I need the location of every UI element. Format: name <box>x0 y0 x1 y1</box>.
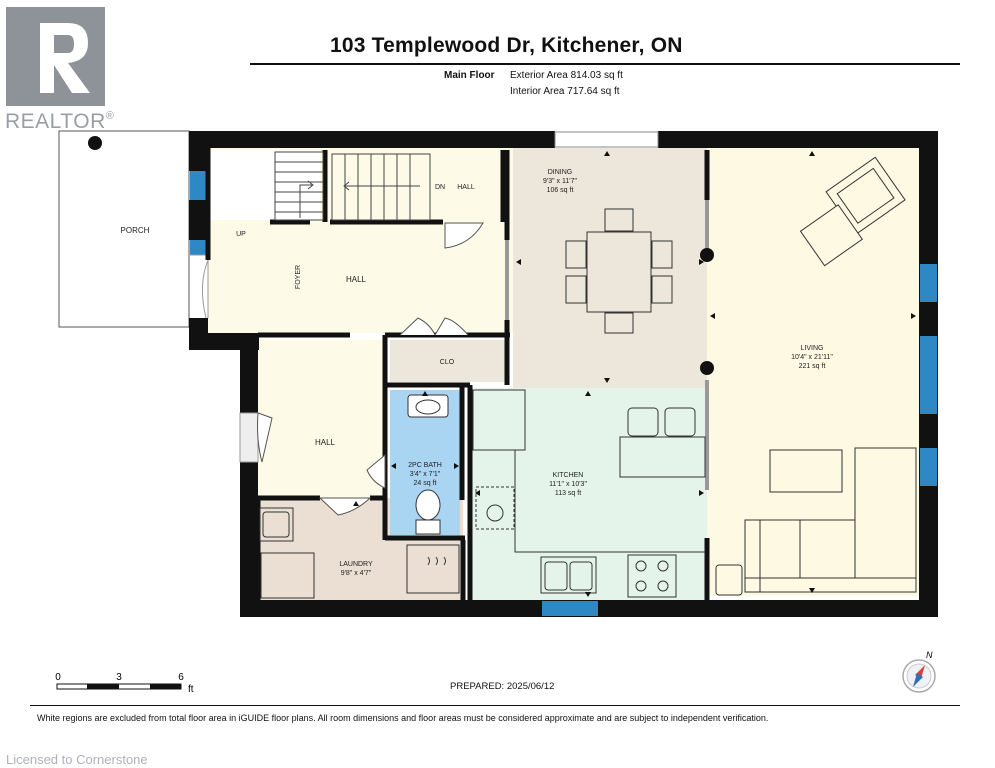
compass-icon: N <box>902 650 936 693</box>
room-area-kitchen: 113 sq ft <box>555 490 581 497</box>
room-dims-bath: 3'4" x 7'1" <box>410 471 441 478</box>
interior-area: Interior Area 717.64 sq ft <box>510 86 620 97</box>
room-label-hall-lower: HALL <box>315 438 336 447</box>
room-area-bath: 24 sq ft <box>414 480 437 487</box>
room-area-dining: 106 sq ft <box>547 187 574 194</box>
room-label-laundry: LAUNDRY <box>339 561 373 568</box>
scale-bar: 0 3 6 ft <box>55 672 194 695</box>
exterior-area: Exterior Area 814.03 sq ft <box>510 70 623 81</box>
room-label-hall-main: HALL <box>346 275 367 284</box>
porch-post-icon <box>88 136 102 150</box>
fridge-box <box>472 389 526 451</box>
kitchen-fixtures <box>473 407 706 598</box>
scale-label-3: 3 <box>116 672 122 683</box>
licensed-watermark: Licensed to Cornerstone <box>6 752 148 767</box>
prepared-date: PREPARED: 2025/06/12 <box>450 681 555 692</box>
room-label-clo: CLO <box>440 359 455 366</box>
room-label-bath: 2PC BATH <box>408 462 442 469</box>
room-label-kitchen: KITCHEN <box>553 472 584 479</box>
room-dims-laundry: 9'8" x 4'7" <box>341 570 372 577</box>
scale-label-6: 6 <box>178 672 184 683</box>
scale-unit: ft <box>188 684 194 695</box>
stairs-up <box>274 151 324 221</box>
lower-hall-fill <box>258 340 383 498</box>
room-label-dining: DINING <box>548 169 573 176</box>
header-rule <box>250 63 960 65</box>
side-door <box>239 412 259 463</box>
stair-label-dn: DN <box>435 184 445 191</box>
room-label-living: LIVING <box>801 345 824 352</box>
room-dims-dining: 9'3" x 11'7" <box>543 178 577 185</box>
realtor-logo <box>6 7 105 106</box>
compass-north-label: N <box>926 650 933 660</box>
disclaimer-text: White regions are excluded from total fl… <box>37 713 769 723</box>
floor-name: Main Floor <box>444 70 495 81</box>
room-label-foyer: FOYER <box>295 265 302 289</box>
room-dims-living: 10'4" x 21'11" <box>791 354 833 361</box>
door-swings <box>257 222 484 516</box>
room-dims-kitchen: 11'1" x 10'3" <box>549 481 587 488</box>
room-label-porch: PORCH <box>121 226 150 235</box>
dimension-arrows <box>353 151 916 597</box>
scale-label-0: 0 <box>55 672 61 683</box>
closet-fill <box>390 340 505 382</box>
windows <box>190 131 937 616</box>
room-area-living: 221 sq ft <box>799 363 826 370</box>
bath-fixtures <box>407 394 449 535</box>
post-upper-icon <box>700 248 714 262</box>
half-walls <box>505 200 709 490</box>
post-lower-icon <box>700 361 714 375</box>
footer-rule <box>30 705 960 706</box>
laundry-fixtures <box>259 507 460 599</box>
realtor-logo-mark <box>40 23 90 93</box>
stair-label-up: UP <box>236 231 246 238</box>
living-furniture <box>715 156 917 596</box>
stairs-down <box>331 153 431 221</box>
room-label-hall-top: HALL <box>457 184 475 191</box>
page-title: 103 Templewood Dr, Kitchener, ON <box>330 34 683 57</box>
dining-table-icon <box>565 208 673 334</box>
front-door <box>190 254 209 318</box>
porch-area <box>58 130 190 328</box>
realtor-wordmark: REALTOR® <box>5 110 115 133</box>
